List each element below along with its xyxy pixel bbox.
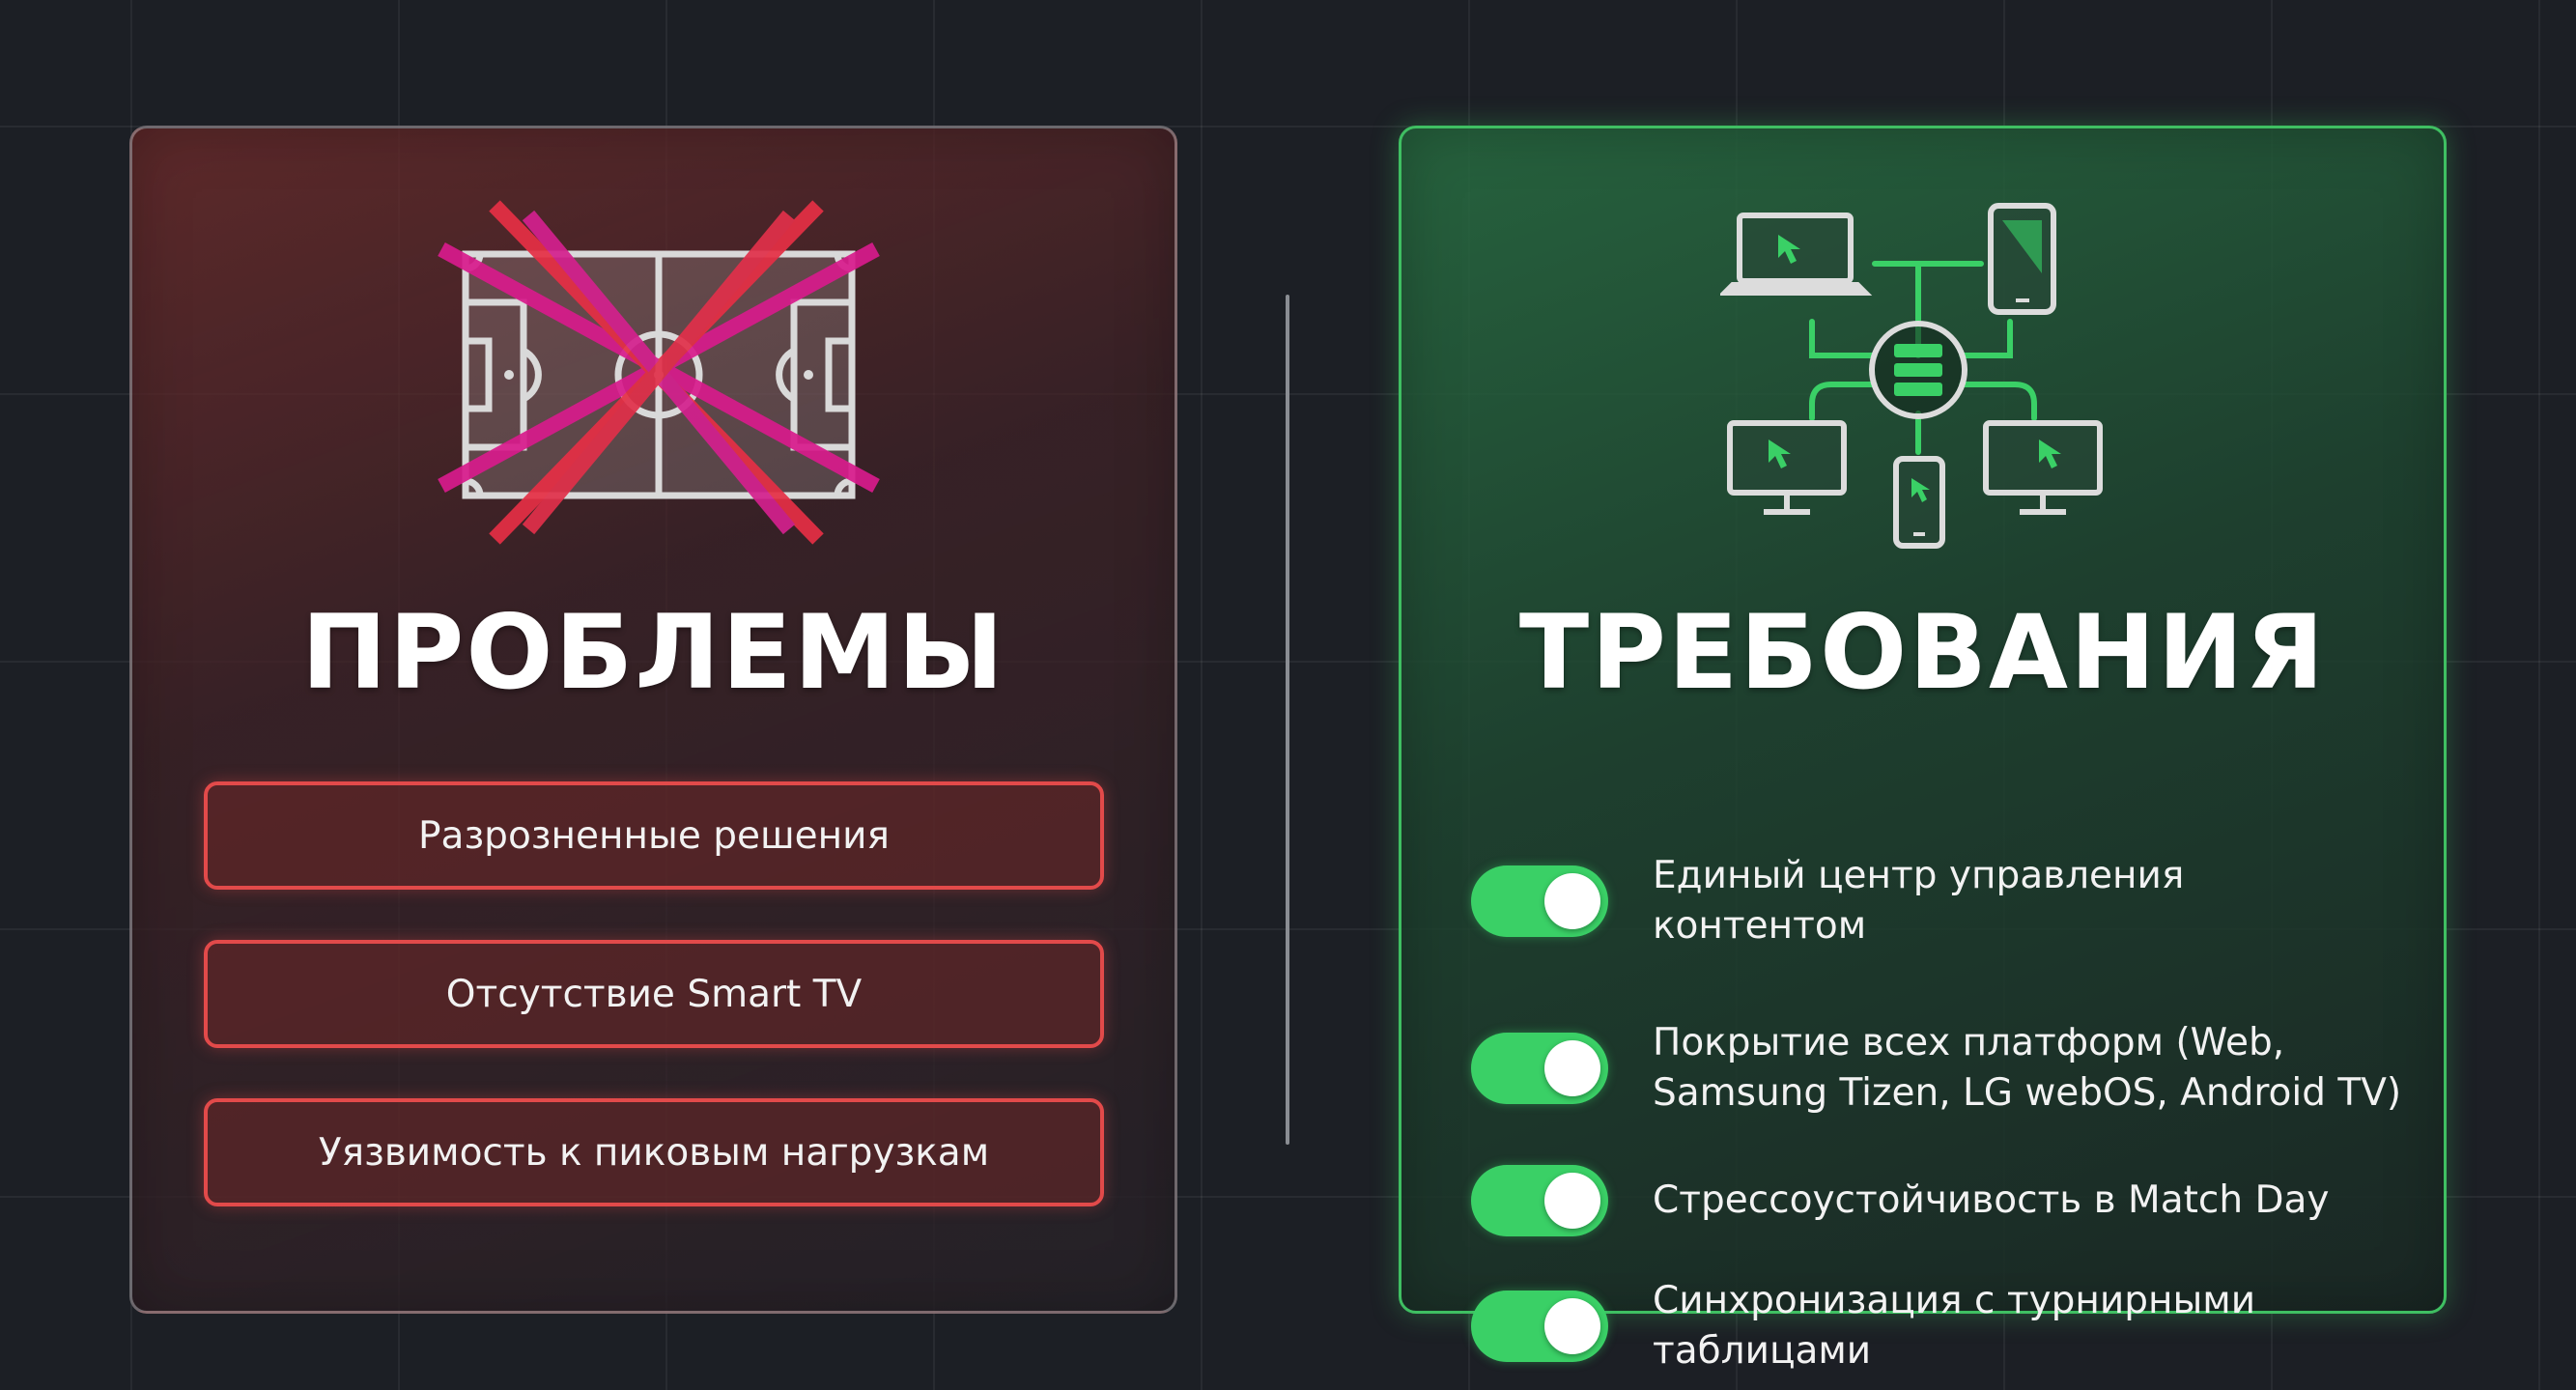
requirement-item: Единый центр управления контентом [1471,851,2406,951]
requirements-panel: ТРЕБОВАНИЯ Единый центр управления конте… [1399,126,2447,1373]
toggle-knob [1544,1040,1600,1096]
toggle-knob [1544,1173,1600,1229]
requirements-title: ТРЕБОВАНИЯ [1518,593,2327,712]
problems-title: ПРОБЛЕМЫ [300,593,1006,712]
toggle-switch[interactable] [1471,1033,1608,1104]
problem-item: Отсутствие Smart TV [204,940,1104,1048]
requirement-item: Синхронизация с турнирными таблицами [1471,1276,2406,1376]
toggle-knob [1544,1298,1600,1354]
problem-list: Разрозненные решения Отсутствие Smart TV… [204,781,1104,1257]
requirement-label: Единый центр управления контентом [1653,854,2185,948]
toggle-switch[interactable] [1471,865,1608,937]
problem-item: Разрозненные решения [204,781,1104,890]
panel-divider [1286,295,1289,1145]
toggle-knob [1544,873,1600,929]
toggle-switch[interactable] [1471,1165,1608,1236]
problems-panel: ПРОБЛЕМЫ Разрозненные решения Отсутствие… [129,126,1177,1314]
requirement-label: Стрессоустойчивость в Match Day [1653,1178,2330,1222]
toggle-switch[interactable] [1471,1291,1608,1362]
requirement-item: Покрытие всех платформ (Web, Samsung Tiz… [1471,1018,2406,1119]
requirement-label: Покрытие всех платформ (Web, Samsung Tiz… [1653,1021,2402,1115]
multi-device-network-icon [1720,203,2103,549]
requirement-label: Синхронизация с турнирными таблицами [1653,1279,2256,1373]
requirement-item: Стрессоустойчивость в Match Day [1471,1165,2406,1236]
problem-item: Уязвимость к пиковым нагрузкам [204,1098,1104,1206]
crossed-out-football-pitch-icon [438,200,880,545]
